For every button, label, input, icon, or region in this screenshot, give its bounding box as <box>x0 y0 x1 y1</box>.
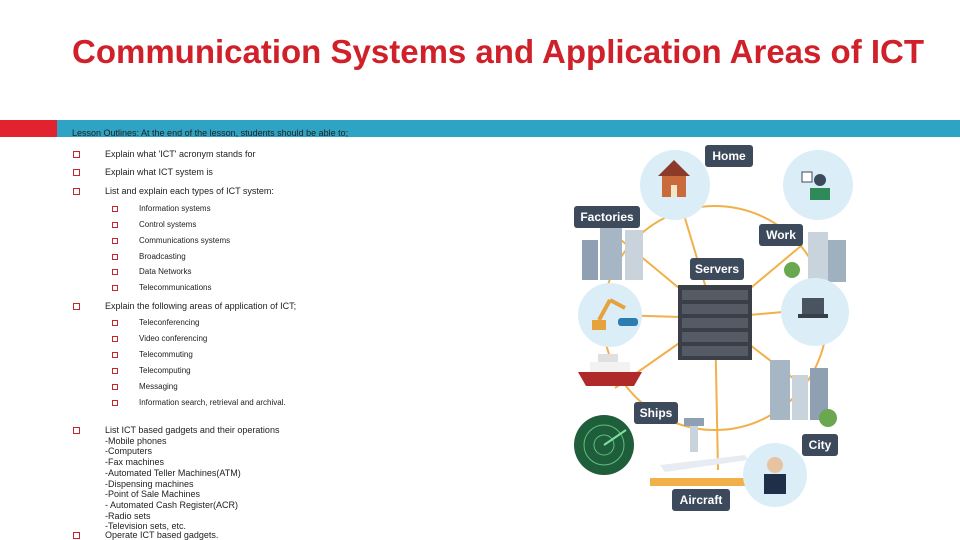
bullet-marker-icon <box>73 532 80 539</box>
bullet-text: Explain what 'ICT' acronym stands for <box>105 149 256 159</box>
work-label-box <box>759 224 803 246</box>
sub-bullet-text: Telecommunications <box>139 283 212 292</box>
bullet-item: Explain the following areas of applicati… <box>73 301 297 311</box>
sub-bullet-text: Messaging <box>139 382 178 391</box>
bullet-marker-icon <box>112 368 118 374</box>
bullet-text: List and explain each types of ICT syste… <box>105 186 274 196</box>
bullet-marker-icon <box>112 206 118 212</box>
bullet-item: Operate ICT based gadgets. <box>73 530 219 540</box>
bullet-item: List and explain each types of ICT syste… <box>73 186 274 196</box>
sub-bullet-text: Information systems <box>139 204 211 213</box>
bullet-marker-icon <box>73 151 80 158</box>
sub-bullet-text: Communications systems <box>139 236 231 245</box>
bullet-marker-icon <box>112 254 118 260</box>
city-label-box <box>802 434 838 456</box>
sub-bullet-text: Video conferencing <box>139 334 208 343</box>
bullet-item: Explain what ICT system is <box>73 167 213 177</box>
home-label-box <box>705 145 753 167</box>
aircraft-label-box <box>672 489 730 511</box>
bullet-text: Explain what ICT system is <box>105 167 213 177</box>
office-buildings <box>784 232 846 282</box>
aircraft-scene <box>650 418 770 486</box>
sub-bullet-text: Telecomputing <box>139 366 191 375</box>
bullet-marker-icon <box>112 336 118 342</box>
bullet-marker-icon <box>112 384 118 390</box>
bullet-item: Explain what 'ICT' acronym stands for <box>73 149 256 159</box>
servers-label-box <box>690 258 744 280</box>
factories-scene <box>582 218 643 280</box>
bullet-marker-icon <box>112 238 118 244</box>
sub-bullet-text: Data Networks <box>139 267 192 276</box>
work-label: Work <box>766 228 796 242</box>
sub-bullet-item: Data Networks <box>112 267 192 276</box>
laptop-scene <box>781 278 849 346</box>
home-label: Home <box>712 149 746 163</box>
sub-bullet-text: Teleconferencing <box>139 318 200 327</box>
lesson-outline-intro: Lesson Outlines: At the end of the lesso… <box>72 128 349 138</box>
sub-bullet-item: Messaging <box>112 382 178 391</box>
sub-bullet-text: Broadcasting <box>139 252 186 261</box>
sub-bullet-item: Broadcasting <box>112 252 186 261</box>
bullet-text: Operate ICT based gadgets. <box>105 530 219 540</box>
city-label: City <box>809 438 832 452</box>
bullet-marker-icon <box>112 320 118 326</box>
bullet-text: Explain the following areas of applicati… <box>105 301 297 311</box>
bullet-marker-icon <box>112 352 118 358</box>
bullet-marker-icon <box>112 222 118 228</box>
factories-label-box <box>574 206 640 228</box>
sub-bullet-text: Control systems <box>139 220 197 229</box>
bullet-marker-icon <box>73 188 80 195</box>
servers-label: Servers <box>695 262 739 276</box>
bullet-marker-icon <box>73 303 80 310</box>
ships-scene <box>578 354 642 386</box>
pilot-scene <box>743 443 807 507</box>
sub-bullet-item: Video conferencing <box>112 334 208 343</box>
radar-icon <box>574 415 634 475</box>
sub-bullet-item: Teleconferencing <box>112 318 200 327</box>
accent-bar-teal <box>57 120 960 137</box>
sub-bullet-item: Information systems <box>112 204 211 213</box>
sub-bullet-item: Telecomputing <box>112 366 191 375</box>
sub-bullet-text: Information search, retrieval and archiv… <box>139 398 286 407</box>
home-scene <box>640 150 710 220</box>
bullet-marker-icon <box>73 169 80 176</box>
city-scene <box>770 360 837 427</box>
sub-bullet-item: Telecommunications <box>112 283 212 292</box>
ict-network-illustration: Home Work Factories Servers <box>574 145 853 511</box>
work-scene <box>783 150 853 220</box>
aircraft-label: Aircraft <box>680 493 723 507</box>
bullet-marker-icon <box>112 269 118 275</box>
factories-label: Factories <box>580 210 634 224</box>
robot-arm-scene <box>578 283 642 347</box>
sub-bullet-item: Communications systems <box>112 236 231 245</box>
server-rack <box>678 285 752 360</box>
sub-bullet-text: Telecommuting <box>139 350 193 359</box>
ships-label-box <box>634 402 678 424</box>
ships-label: Ships <box>640 406 673 420</box>
bullet-marker-icon <box>73 427 80 434</box>
bullet-marker-icon <box>112 400 118 406</box>
bullet-item: List ICT based gadgets and their operati… <box>73 425 280 532</box>
accent-bar-red <box>0 120 57 137</box>
sub-bullet-item: Information search, retrieval and archiv… <box>112 398 286 407</box>
bullet-marker-icon <box>112 285 118 291</box>
slide-title: Communication Systems and Application Ar… <box>72 33 925 70</box>
sub-bullet-item: Telecommuting <box>112 350 193 359</box>
sub-bullet-item: Control systems <box>112 220 197 229</box>
bullet-text: List ICT based gadgets and their operati… <box>105 425 280 532</box>
